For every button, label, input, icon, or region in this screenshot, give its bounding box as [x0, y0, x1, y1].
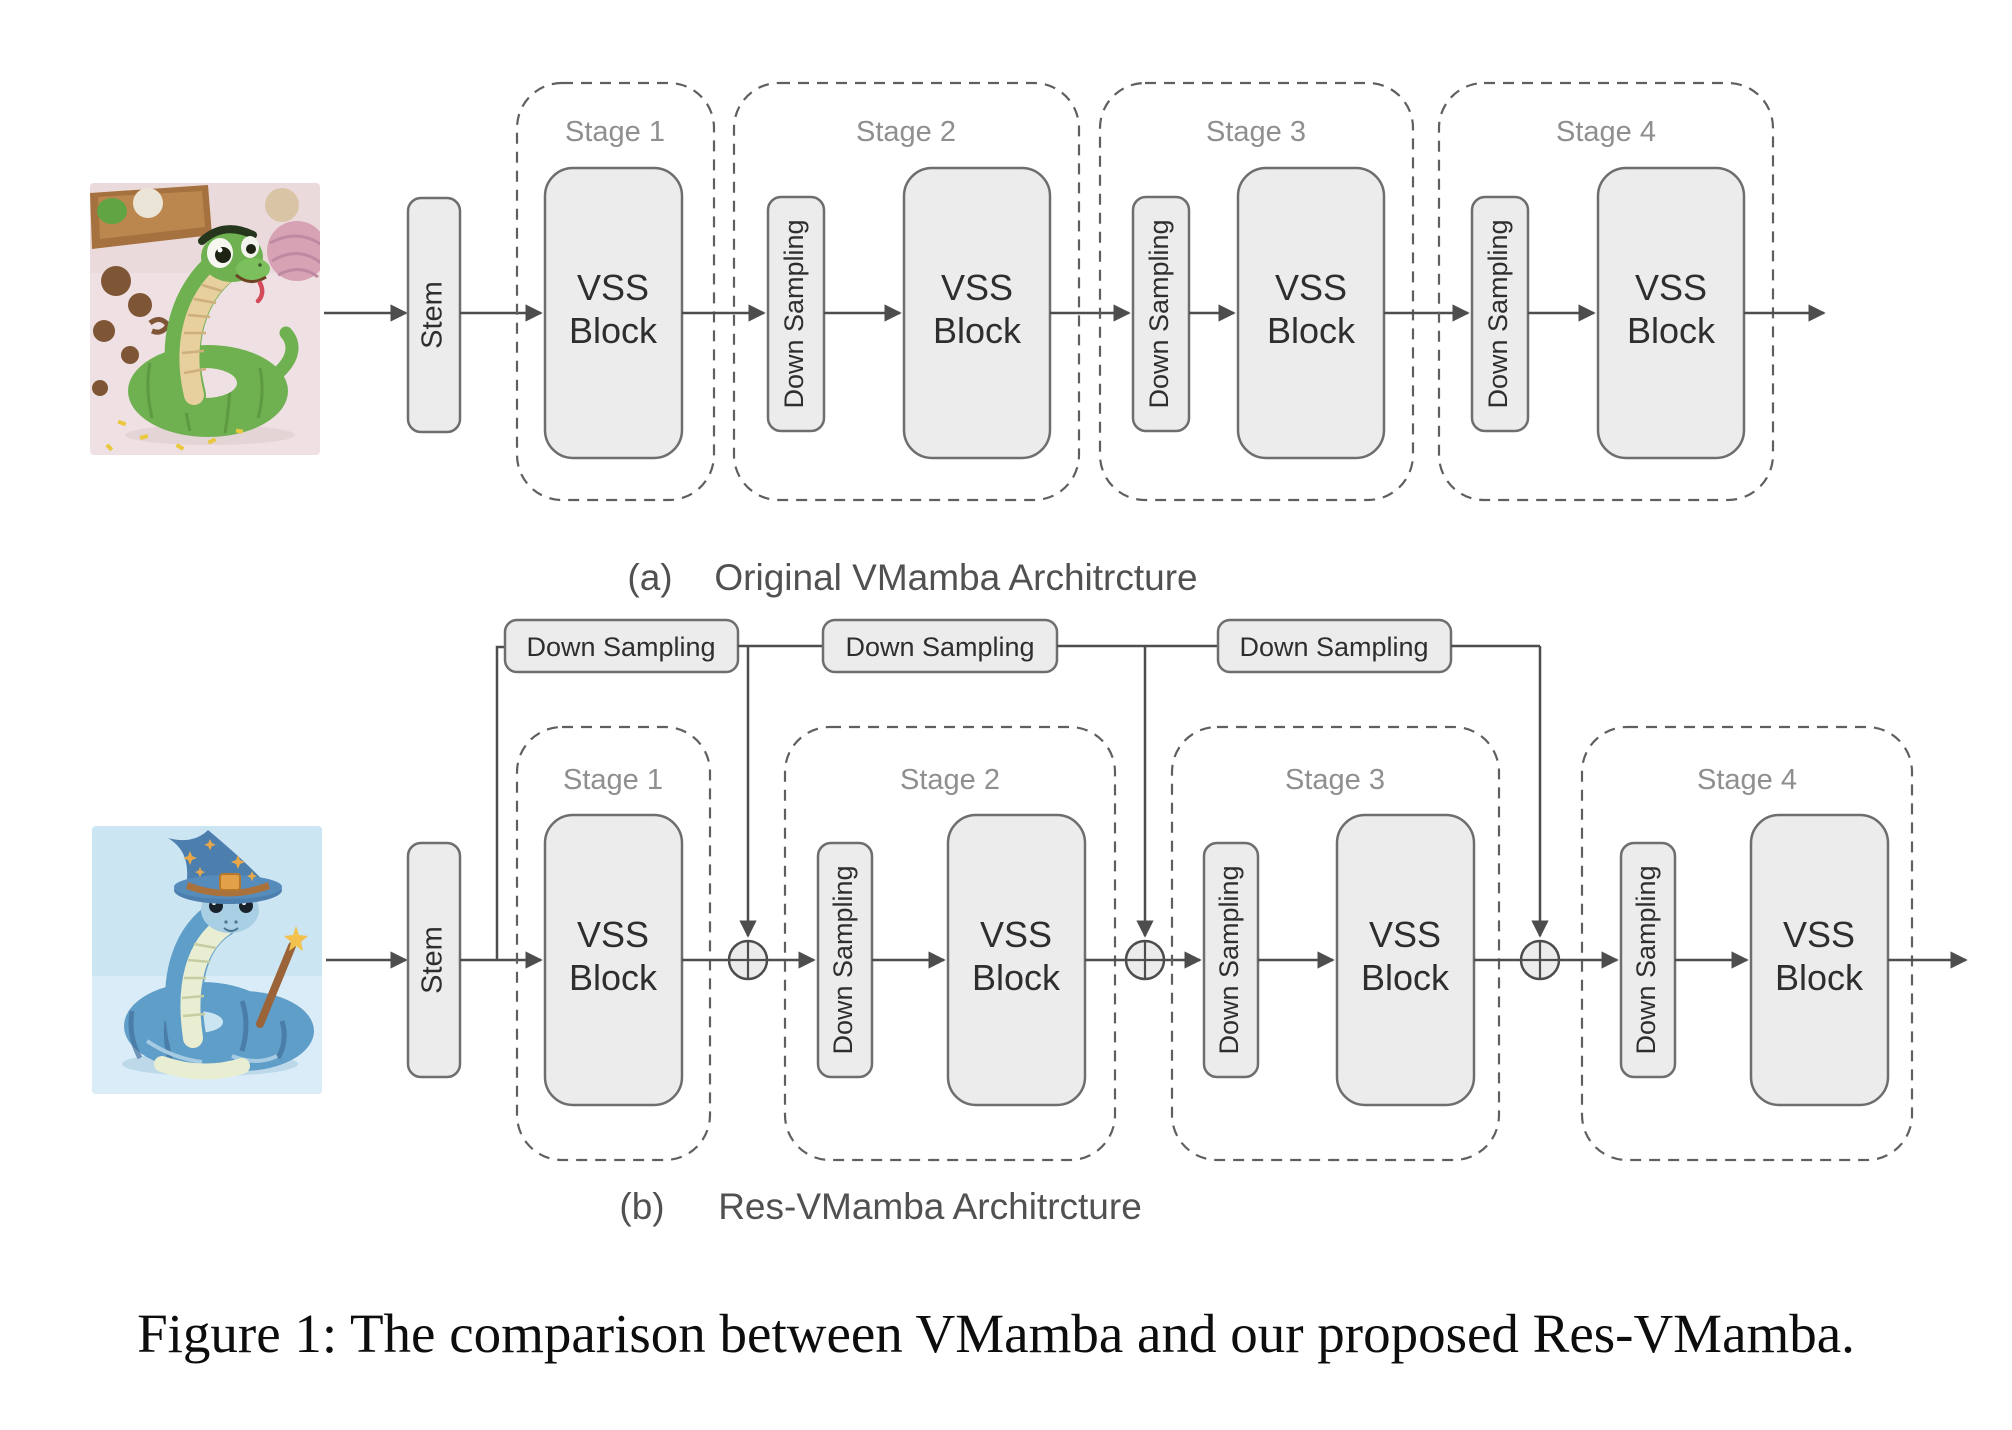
diagram-b-tag: (b) [619, 1186, 664, 1227]
wooden-tray [90, 185, 212, 249]
add-node-1 [727, 939, 769, 981]
down-sampling-label: Down Sampling [1144, 219, 1174, 408]
add-node-3 [1519, 939, 1561, 981]
vss-line1: VSS [941, 267, 1013, 308]
stem-label-a: Stem [417, 281, 449, 349]
stage-label-b4: Stage 4 [1697, 764, 1797, 796]
down-sampling-label: Down Sampling [828, 865, 858, 1054]
residual-branch-line [495, 645, 505, 960]
vss-line1: VSS [577, 914, 649, 955]
stem-label-b: Stem [417, 926, 449, 994]
vss-line2: Block [1361, 957, 1450, 998]
chocolate-pieces [92, 266, 172, 396]
input-image-green-snake [90, 183, 320, 455]
stage-box-a4 [1437, 81, 1775, 502]
green-snake-illustration [128, 225, 299, 437]
figure-caption: Figure 1: The comparison between VMamba … [137, 1303, 1855, 1364]
vss-line1: VSS [1369, 914, 1441, 955]
stage-box-b4 [1580, 725, 1914, 1162]
vss-line2: Block [569, 957, 658, 998]
add-node-2 [1124, 939, 1166, 981]
diagram-b: Stem Down Sampling Down Sampling Down Sa… [92, 618, 1968, 1227]
down-sampling-label: Down Sampling [1631, 865, 1661, 1054]
down-sampling-label: Down Sampling [526, 632, 715, 662]
vss-line2: Block [933, 310, 1022, 351]
stage-label-a3: Stage 3 [1206, 116, 1306, 148]
vss-line2: Block [1627, 310, 1716, 351]
down-sampling-label: Down Sampling [1239, 632, 1428, 662]
vss-line2: Block [1267, 310, 1356, 351]
stage-label-b2: Stage 2 [900, 764, 1000, 796]
stage-box-a1 [515, 81, 716, 502]
yarn-balls [265, 188, 320, 281]
vss-line1: VSS [1783, 914, 1855, 955]
vss-line2: Block [569, 310, 658, 351]
stage-label-a2: Stage 2 [856, 116, 956, 148]
stage-label-a4: Stage 4 [1556, 116, 1656, 148]
input-image-blue-wizard-snake [92, 826, 322, 1094]
vss-line2: Block [1775, 957, 1864, 998]
diagram-b-caption: Res-VMamba Architrcture [718, 1186, 1142, 1227]
vss-line2: Block [972, 957, 1061, 998]
vss-line1: VSS [577, 267, 649, 308]
vss-line1: VSS [1635, 267, 1707, 308]
vss-line1: VSS [1275, 267, 1347, 308]
stage-label-b3: Stage 3 [1285, 764, 1385, 796]
diagram-a-tag: (a) [627, 557, 672, 598]
down-sampling-label: Down Sampling [1483, 219, 1513, 408]
vss-line1: VSS [980, 914, 1052, 955]
stage-box-b1 [515, 725, 712, 1162]
stage-box-b2 [783, 725, 1117, 1162]
magic-wand [256, 926, 308, 1028]
diagram-a-caption: Original VMamba Architrcture [714, 557, 1197, 598]
stage-box-b3 [1170, 725, 1501, 1162]
stage-box-a3 [1098, 81, 1415, 502]
blue-snake-illustration [124, 887, 314, 1080]
stage-label-b1: Stage 1 [563, 764, 663, 796]
wizard-hat [168, 830, 282, 904]
down-sampling-label: Down Sampling [779, 219, 809, 408]
stage-label-a1: Stage 1 [565, 116, 665, 148]
down-sampling-label: Down Sampling [1214, 865, 1244, 1054]
yellow-sprinkles [105, 419, 244, 452]
down-sampling-label: Down Sampling [845, 632, 1034, 662]
stem-block-a [406, 196, 462, 434]
